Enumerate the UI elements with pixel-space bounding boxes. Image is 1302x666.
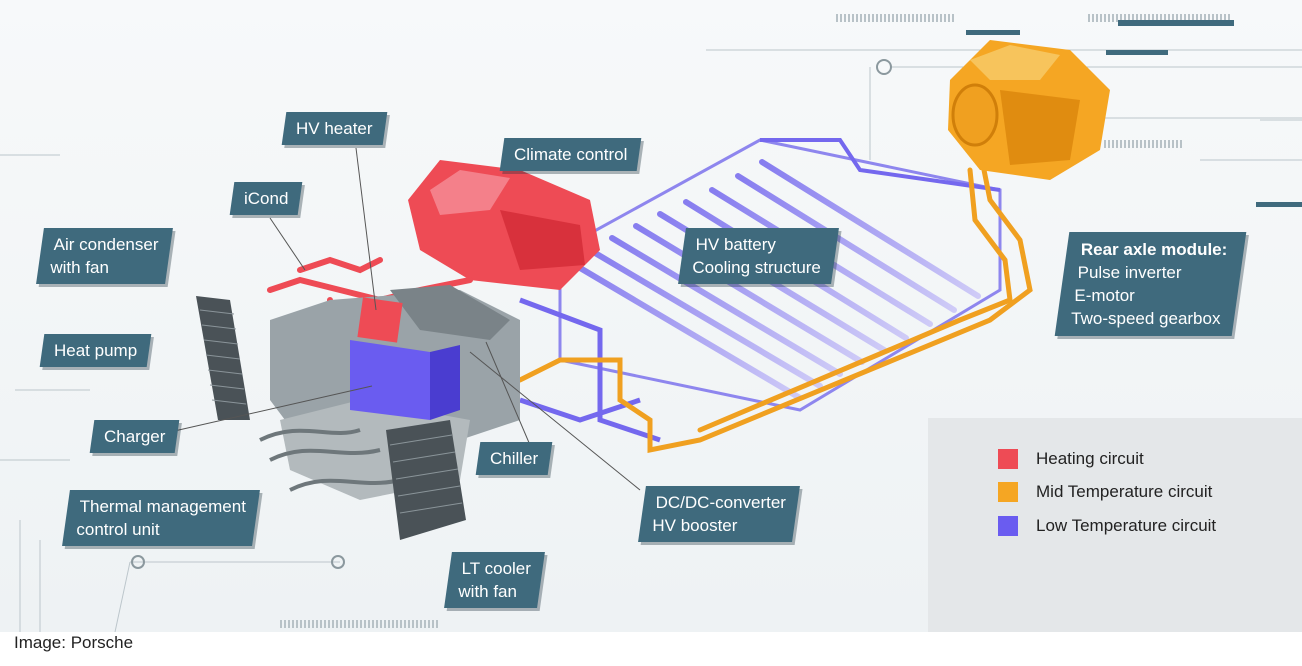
callout-hv-heater-text: HV heater	[296, 119, 373, 138]
legend-item-heating: Heating circuit	[998, 448, 1144, 470]
deco-hatch-4	[280, 620, 440, 628]
deco-bar-4	[1118, 20, 1234, 26]
deco-bar-3	[1256, 202, 1302, 207]
callout-lt-cooler: LT cooler with fan	[444, 552, 546, 608]
legend: Heating circuit Mid Temperature circuit …	[928, 418, 1302, 632]
callout-rear-axle-title: Rear axle module:	[1080, 240, 1228, 259]
mid-temp-pipes	[457, 147, 1033, 454]
legend-item-mid-temperature: Mid Temperature circuit	[998, 481, 1212, 503]
callout-air-condenser-line2: with fan	[50, 258, 109, 277]
callout-rear-axle-line1: Pulse inverter	[1077, 263, 1182, 282]
callout-heat-pump-text: Heat pump	[54, 341, 138, 360]
callout-heat-pump: Heat pump	[39, 334, 152, 367]
callout-rear-axle-module: Rear axle module: Pulse inverter E-motor…	[1054, 232, 1247, 336]
battery-cooling-structure	[519, 138, 1002, 443]
callout-icond: iCond	[229, 182, 303, 215]
legend-label-low-temperature: Low Temperature circuit	[1036, 516, 1217, 535]
deco-ring-left	[131, 555, 145, 569]
callout-chiller-text: Chiller	[490, 449, 539, 468]
deco-ring-top	[876, 59, 892, 75]
rear-axle-module-illustration	[948, 40, 1110, 180]
callout-climate-control: Climate control	[499, 138, 642, 171]
callout-dcdc-converter-line1: DC/DC-converter	[655, 493, 786, 512]
deco-ring-mid	[331, 555, 345, 569]
callout-air-condenser-line1: Air condenser	[53, 235, 159, 254]
charger-block	[350, 340, 430, 420]
callout-thermal-management-line1: Thermal management	[79, 497, 246, 516]
callout-thermal-management-line2: control unit	[76, 520, 160, 539]
deco-hatch-3	[1104, 140, 1184, 148]
callout-lt-cooler-line1: LT cooler	[461, 559, 531, 578]
callout-rear-axle-line2: E-motor	[1074, 286, 1135, 305]
deco-hatch-1	[836, 14, 956, 22]
callout-rear-axle-line3: Two-speed gearbox	[1071, 309, 1221, 328]
callout-lt-cooler-line2: with fan	[458, 582, 517, 601]
callout-dcdc-converter: DC/DC-converter HV booster	[638, 486, 801, 542]
deco-hatch-2	[1086, 14, 1232, 22]
deco-bar-2	[1106, 50, 1168, 55]
leader-lines	[169, 147, 641, 491]
legend-swatch-heating	[998, 449, 1018, 469]
climate-control-illustration	[408, 160, 600, 290]
callout-air-condenser: Air condenser with fan	[36, 228, 173, 284]
diagram-stage: HV heater Climate control iCond Air cond…	[0, 0, 1302, 632]
legend-swatch-low-temperature	[998, 516, 1018, 536]
callout-charger-text: Charger	[104, 427, 166, 446]
callout-climate-control-text: Climate control	[514, 145, 628, 164]
image-credit: Image: Porsche	[14, 633, 134, 652]
hv-heater-block	[357, 297, 403, 343]
callout-dcdc-converter-line2: HV booster	[652, 516, 738, 535]
callout-hv-battery-line1: HV battery	[695, 235, 776, 254]
callout-icond-text: iCond	[244, 189, 289, 208]
deco-bar-1	[966, 30, 1020, 35]
thermal-system-illustration	[0, 14, 1302, 632]
front-module-illustration	[259, 285, 520, 500]
air-condenser-radiator	[196, 296, 250, 420]
callout-chiller: Chiller	[475, 442, 553, 475]
legend-label-heating: Heating circuit	[1036, 449, 1144, 468]
lt-cooler-radiator	[386, 420, 466, 540]
callout-hv-battery-line2: Cooling structure	[692, 258, 821, 277]
callout-hv-battery: HV battery Cooling structure	[678, 228, 839, 284]
legend-swatch-mid-temperature	[998, 482, 1018, 502]
callout-hv-heater: HV heater	[281, 112, 387, 145]
legend-label-mid-temperature: Mid Temperature circuit	[1036, 482, 1213, 501]
legend-item-low-temperature: Low Temperature circuit	[998, 515, 1216, 537]
callout-thermal-management: Thermal management control unit	[62, 490, 261, 546]
callout-charger: Charger	[89, 420, 180, 453]
